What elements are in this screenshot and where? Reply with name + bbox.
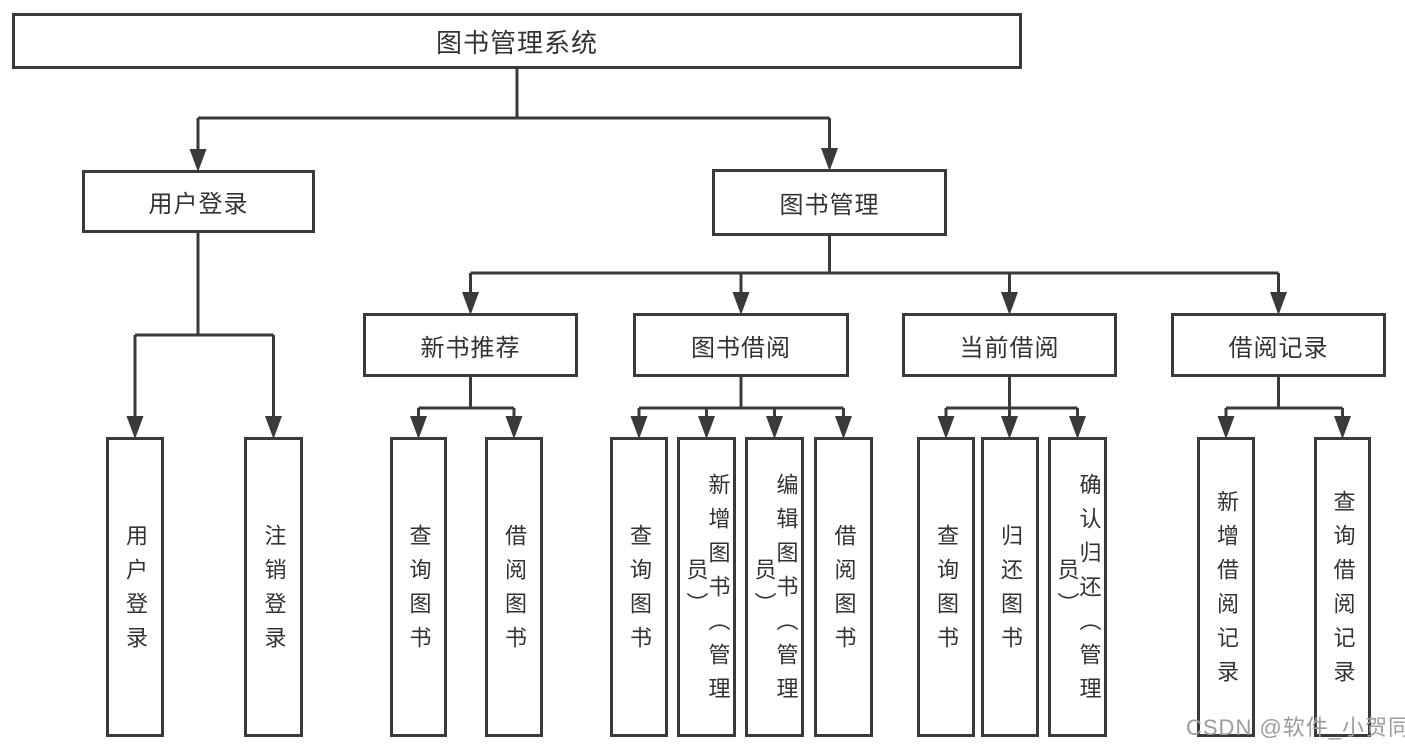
- arrowheads: [126, 148, 1351, 439]
- leaf-borrow-borrow-books: 借阅图书: [814, 437, 873, 737]
- leaf-current-confirm-return-admin: 确认归还（管理员）: [1048, 437, 1107, 737]
- node-new-book-recommend: 新书推荐: [363, 313, 578, 377]
- node-book-borrow: 图书借阅: [633, 313, 849, 377]
- leaf-borrow-query-books: 查询图书: [610, 437, 668, 737]
- watermark-text: CSDN @软件_小贺同学: [1186, 715, 1405, 740]
- node-library-system: 图书管理系统: [12, 13, 1022, 69]
- leaf-borrow-edit-books-admin: 编辑图书（管理员）: [745, 437, 804, 737]
- leaf-user-login: 用户登录: [106, 437, 164, 737]
- node-borrow-records: 借阅记录: [1171, 313, 1386, 377]
- node-book-management: 图书管理: [712, 169, 947, 236]
- leaf-current-return-books: 归还图书: [981, 437, 1039, 737]
- leaf-current-query-books: 查询图书: [917, 437, 975, 737]
- node-current-borrow: 当前借阅: [902, 313, 1117, 377]
- leaf-newbook-query-books: 查询图书: [390, 437, 447, 737]
- leaf-logout: 注销登录: [244, 437, 303, 737]
- node-user-login: 用户登录: [82, 170, 315, 233]
- leaf-records-query-record: 查询借阅记录: [1314, 437, 1371, 737]
- leaf-records-add-record: 新增借阅记录: [1197, 437, 1255, 737]
- leaf-borrow-add-books-admin: 新增图书（管理员）: [677, 437, 736, 737]
- leaf-newbook-borrow-books: 借阅图书: [485, 437, 543, 737]
